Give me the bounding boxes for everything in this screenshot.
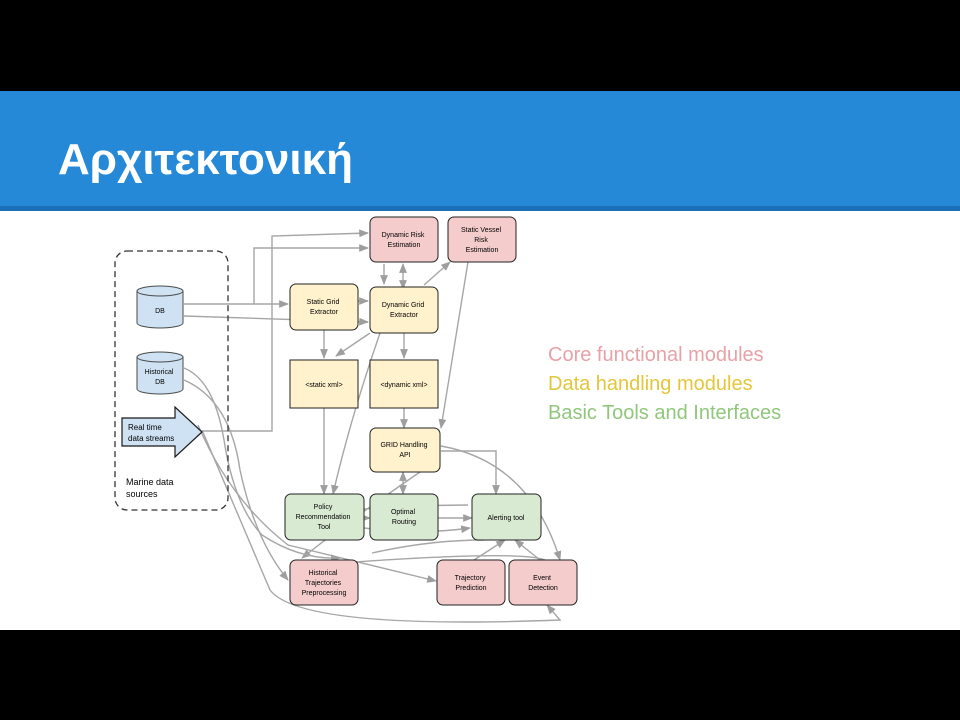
historical-db-label: Historical DB bbox=[145, 369, 176, 386]
db-node: DB bbox=[136, 285, 184, 329]
grid-handling-api-node: GRID Handling API bbox=[369, 427, 441, 473]
svg-text:Policy Recommendation: Policy Recommendation Tool bbox=[296, 504, 353, 531]
legend: Core functional modules Data handling mo… bbox=[548, 341, 781, 428]
dynamic-risk-estimation-node: Dynamic Risk Estimation bbox=[369, 216, 439, 263]
svg-text:Alerting tool: Alerting tool bbox=[488, 515, 525, 522]
static-vessel-risk-node: Static Vessel Risk Estimation bbox=[447, 216, 517, 263]
historical-trajectories-node: Historical Trajectories Preprocessing bbox=[289, 559, 359, 606]
title-bar-edge bbox=[0, 206, 960, 211]
alerting-tool-node: Alerting tool bbox=[471, 493, 542, 541]
svg-text:Static Grid Extractor: Static Grid Extractor bbox=[307, 299, 342, 316]
top-black-band bbox=[0, 0, 960, 91]
marine-data-sources-label: Marine data sources bbox=[126, 477, 176, 499]
svg-text:Trajectory Prediction: Trajectory Prediction bbox=[455, 575, 488, 592]
historical-db-node: Historical DB bbox=[136, 351, 184, 395]
bottom-black-band bbox=[0, 630, 960, 720]
svg-text:Dynamic Risk Estimation: Dynamic Risk Estimation bbox=[382, 232, 427, 249]
svg-text:GRID Handling API: GRID Handling API bbox=[380, 442, 429, 459]
event-detection-node: Event Detection bbox=[508, 559, 578, 606]
svg-text:Event Detection: Event Detection bbox=[528, 575, 558, 592]
static-grid-extractor-node: Static Grid Extractor bbox=[289, 283, 359, 331]
optimal-routing-node: Optimal Routing bbox=[369, 493, 439, 541]
legend-tools-interfaces: Basic Tools and Interfaces bbox=[548, 402, 782, 424]
svg-text:Static Vessel Risk: Static Vessel Risk Estimation bbox=[461, 227, 503, 254]
svg-text:Optimal Routing: Optimal Routing bbox=[391, 509, 417, 526]
svg-text:<dynamic xml>: <dynamic xml> bbox=[380, 382, 427, 389]
static-xml-node: <static xml> bbox=[289, 359, 359, 409]
slide-title: Αρχιτεκτονική bbox=[58, 135, 354, 184]
db-label: DB bbox=[155, 308, 165, 315]
trajectory-prediction-node: Trajectory Prediction bbox=[436, 559, 506, 606]
legend-data-modules: Data handling modules bbox=[548, 373, 753, 395]
dynamic-xml-node: <dynamic xml> bbox=[369, 359, 439, 409]
real-time-streams-label: Real time data streams bbox=[128, 423, 174, 443]
title-bar bbox=[0, 91, 960, 206]
dynamic-grid-extractor-node: Dynamic Grid Extractor bbox=[369, 286, 439, 334]
marine-data-sources-group bbox=[114, 250, 229, 511]
policy-recommendation-tool-node: Policy Recommendation Tool bbox=[284, 493, 365, 541]
svg-text:<static xml>: <static xml> bbox=[305, 382, 342, 389]
real-time-streams-node: Real time data streams bbox=[121, 405, 203, 459]
svg-text:Dynamic Grid Extractor: Dynamic Grid Extractor bbox=[382, 302, 426, 319]
svg-text:Historical Trajectories: Historical Trajectories Preprocessing bbox=[302, 570, 347, 597]
legend-core-modules: Core functional modules bbox=[548, 344, 764, 366]
